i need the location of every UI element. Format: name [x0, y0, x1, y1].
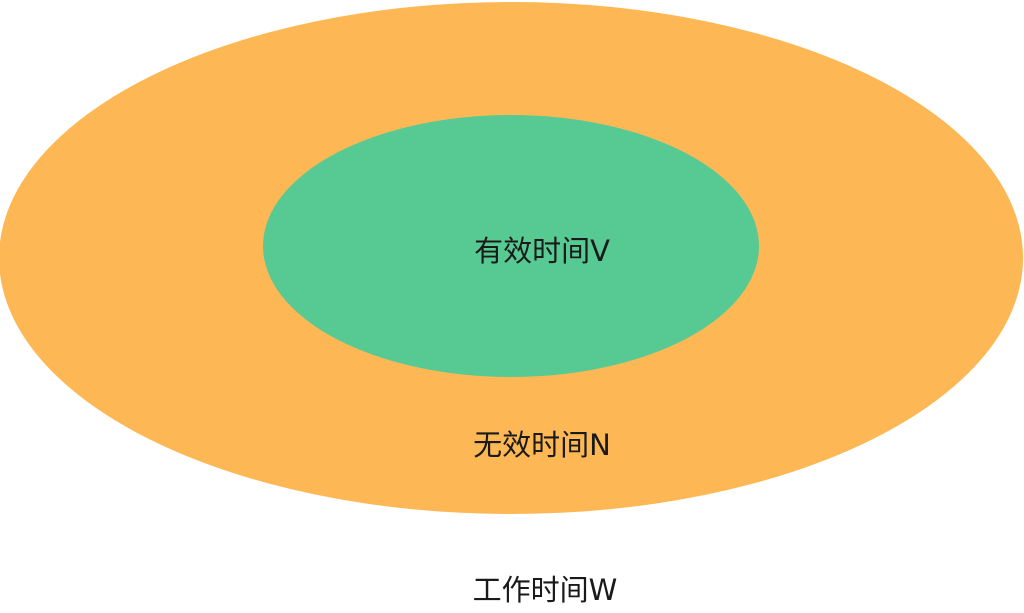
outer-label: 无效时间N: [473, 428, 611, 462]
caption-label: 工作时间W: [472, 573, 618, 607]
inner-label: 有效时间V: [474, 234, 610, 268]
inner-ellipse-valid-time: [263, 115, 759, 377]
